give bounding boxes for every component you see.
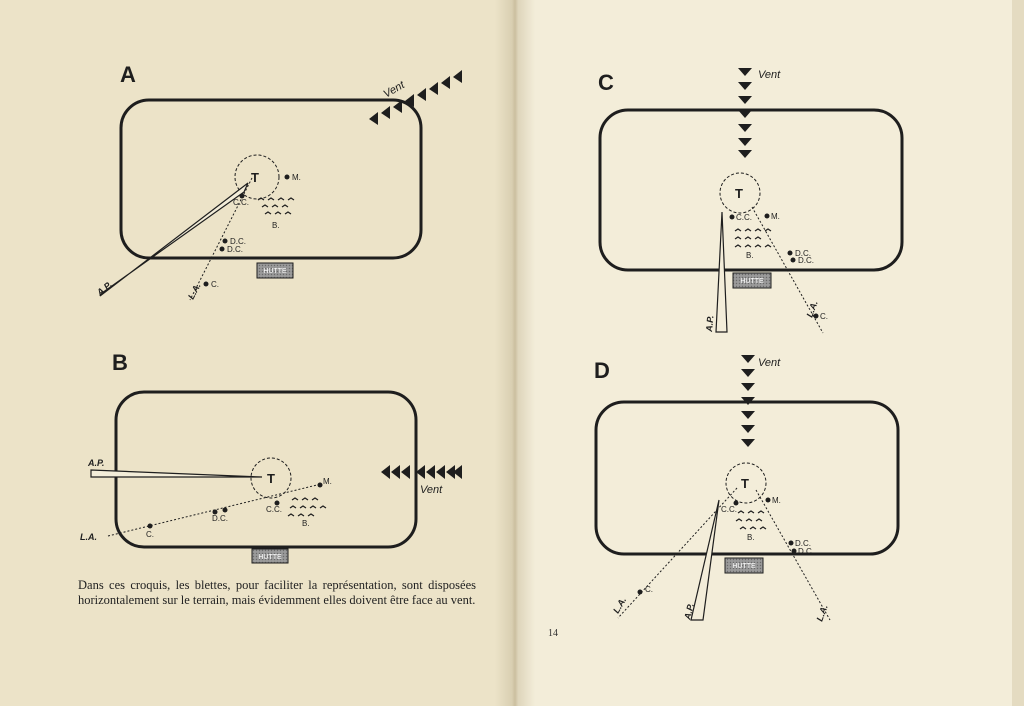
- marker-m-label: M.: [292, 173, 301, 182]
- marker-dc2-label: D.C.: [798, 547, 814, 556]
- diagram-letter-a: A: [120, 62, 136, 87]
- diagram-letter-b: B: [112, 350, 128, 375]
- hutte-box: [724, 557, 764, 574]
- decoy-label: B.: [747, 533, 755, 542]
- wind-arrows: [741, 355, 755, 447]
- marker-dc1-dot: [222, 238, 228, 244]
- marker-c-label: C.: [645, 585, 653, 594]
- tonneau-label: T: [741, 476, 749, 491]
- page-number: 14: [548, 628, 558, 639]
- right-page: [530, 0, 1024, 706]
- wind-label: Vent: [420, 484, 443, 496]
- diagram-b: B T A.P. L.A. C. D.C. C.C. M. B. HU: [80, 350, 462, 564]
- marker-m-label: M.: [771, 212, 780, 221]
- pond-outline: [119, 98, 423, 260]
- diagram-c: C Vent T C.C. M. B. D.C.: [598, 68, 904, 334]
- marker-c-dot: [813, 313, 819, 319]
- diagram-letter-c: C: [598, 70, 614, 95]
- tonneau-label: T: [735, 186, 743, 201]
- marker-dc1-dot: [787, 250, 793, 256]
- figure-caption: Dans ces croquis, les blettes, pour faci…: [78, 578, 476, 607]
- marker-cc-label: C.C.: [233, 198, 249, 207]
- tonneau-circle: [234, 154, 280, 200]
- decoy-group: [735, 510, 767, 530]
- marker-m-dot: [764, 213, 770, 219]
- marker-dc1-label: D.C.: [795, 539, 811, 548]
- decoy-label: B.: [746, 251, 754, 260]
- la-line-right: [755, 489, 831, 621]
- ap-arrow: [690, 499, 720, 621]
- tonneau-circle: [725, 462, 767, 504]
- marker-c-label: C.: [211, 280, 219, 289]
- marker-c-label: C.: [820, 312, 828, 321]
- wind-label: Vent: [758, 69, 781, 81]
- tonneau-circle: [719, 172, 761, 214]
- marker-cc-label: C.C.: [736, 213, 752, 222]
- marker-dc2-dot: [219, 246, 225, 252]
- decoy-group: [287, 497, 327, 517]
- ap-arrow: [90, 469, 263, 478]
- marker-dc1-dot: [788, 540, 794, 546]
- hutte-label: HUTTE: [263, 268, 287, 275]
- marker-dc-label: D.C.: [212, 514, 228, 523]
- ap-label: A.P.: [704, 315, 715, 333]
- decoy-group: [257, 197, 295, 215]
- marker-dc1-label: D.C.: [795, 249, 811, 258]
- hutte-label: HUTTE: [740, 278, 764, 285]
- la-line: [189, 177, 253, 301]
- marker-dc2-dot: [790, 257, 796, 263]
- decoy-label: B.: [272, 221, 280, 230]
- wind-arrows: [369, 70, 462, 125]
- marker-c-dot: [637, 589, 643, 595]
- marker-c-dot: [147, 523, 153, 529]
- left-page: [0, 0, 500, 706]
- hutte-label: HUTTE: [258, 554, 282, 561]
- diagram-letter-d: D: [594, 358, 610, 383]
- book-gutter: [495, 0, 535, 706]
- marker-dc2-label: D.C.: [798, 256, 814, 265]
- marker-c-dot: [203, 281, 209, 287]
- wind-arrows: [738, 68, 752, 158]
- marker-dc2-dot: [222, 507, 228, 513]
- pond-outline: [114, 390, 418, 549]
- marker-cc-label: C.C.: [721, 505, 737, 514]
- la-line: [751, 206, 824, 334]
- la-text: L.A.: [80, 532, 97, 542]
- marker-cc-dot: [729, 214, 735, 220]
- marker-m-dot: [765, 497, 771, 503]
- ap-arrow: [715, 211, 728, 333]
- tonneau-circle: [250, 457, 292, 499]
- ap-label: A.P.: [682, 602, 696, 621]
- wind-label: Vent: [758, 357, 781, 369]
- marker-dc2-dot: [791, 548, 797, 554]
- hutte-box: [256, 262, 294, 279]
- tonneau-label: T: [251, 170, 259, 185]
- wind-arrows: [381, 465, 462, 479]
- marker-m-label: M.: [772, 496, 781, 505]
- marker-cc-label: C.C.: [266, 505, 282, 514]
- page-edge: [1012, 0, 1024, 706]
- ap-arrow: [99, 182, 249, 297]
- marker-m-label: M.: [323, 477, 332, 486]
- marker-m-dot: [317, 482, 323, 488]
- decoy-group: [734, 228, 772, 248]
- marker-m-dot: [284, 174, 290, 180]
- marker-dc1-label: D.C.: [230, 237, 246, 246]
- hutte-label: HUTTE: [732, 563, 756, 570]
- decoy-label: B.: [302, 519, 310, 528]
- tonneau-label: T: [267, 471, 275, 486]
- hutte-box: [251, 548, 289, 564]
- ap-label: A.P.: [87, 458, 104, 468]
- marker-cc-dot: [274, 500, 280, 506]
- marker-cc-dot: [733, 500, 739, 506]
- hutte-box: [732, 272, 772, 289]
- marker-dc2-label: D.C.: [227, 245, 243, 254]
- marker-dc1-dot: [212, 509, 218, 515]
- marker-c-label: C.: [146, 530, 154, 539]
